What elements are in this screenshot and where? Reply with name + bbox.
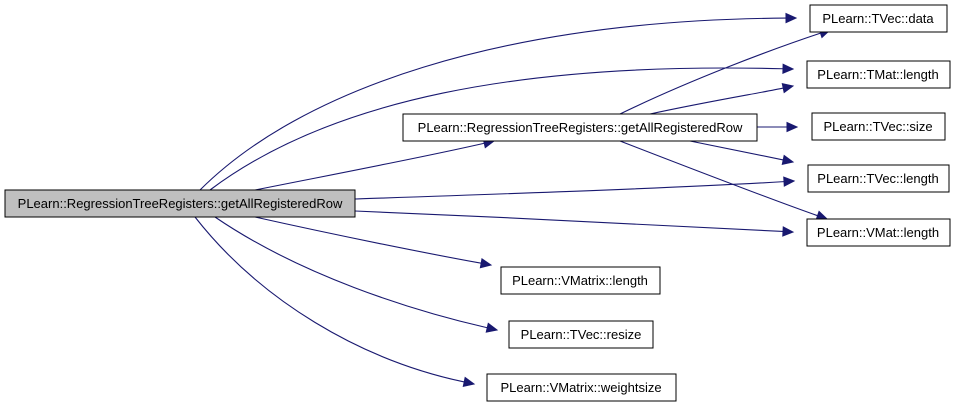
node-label: PLearn::VMatrix::length — [512, 273, 648, 288]
arrowhead-mid-to-tvecsize — [786, 121, 799, 133]
node-tvec-resize[interactable]: PLearn::TVec::resize — [508, 320, 654, 349]
node-root[interactable]: PLearn::RegressionTreeRegisters::getAllR… — [4, 189, 356, 218]
node-label: PLearn::VMatrix::weightsize — [500, 380, 661, 395]
node-label: PLearn::TVec::size — [823, 119, 932, 134]
node-label: PLearn::RegressionTreeRegisters::getAllR… — [418, 120, 743, 135]
node-label: PLearn::TVec::data — [822, 11, 934, 26]
node-vmatrix-length[interactable]: PLearn::VMatrix::length — [500, 266, 661, 295]
edge-root-to-weight — [194, 216, 465, 383]
arrowhead-mid-to-tmatlen — [781, 83, 795, 94]
node-mid[interactable]: PLearn::RegressionTreeRegisters::getAllR… — [402, 113, 758, 142]
edge-root-to-vmxlen — [254, 216, 482, 264]
edge-root-to-tvecdata — [199, 17, 787, 191]
edge-mid-to-tmatlen — [649, 87, 784, 115]
edge-root-to-resize — [214, 216, 488, 329]
node-vmat-length[interactable]: PLearn::VMat::length — [806, 218, 951, 247]
node-vmatrix-weightsize[interactable]: PLearn::VMatrix::weightsize — [486, 373, 677, 402]
arrowhead-mid-to-tveclen — [781, 154, 795, 165]
arrowhead-root-to-tveclen — [783, 176, 796, 187]
edge-root-to-tveclen — [354, 181, 785, 200]
node-tvec-data[interactable]: PLearn::TVec::data — [809, 4, 948, 33]
node-tvec-length[interactable]: PLearn::TVec::length — [807, 164, 950, 193]
edge-mid-to-tvecdata — [619, 32, 821, 115]
arrowhead-root-to-tvecdata — [785, 12, 798, 24]
edge-root-to-mid — [254, 142, 485, 191]
node-label: PLearn::VMat::length — [817, 225, 939, 240]
edge-mid-to-vmatlen — [619, 140, 818, 217]
edges-layer — [194, 12, 832, 387]
node-label: PLearn::TMat::length — [817, 67, 938, 82]
edge-mid-to-tveclen — [689, 140, 784, 161]
arrowhead-root-to-vmxlen — [479, 257, 493, 269]
arrowhead-root-to-vmatlen — [782, 226, 795, 237]
node-label: PLearn::TVec::resize — [521, 327, 642, 342]
node-tvec-size[interactable]: PLearn::TVec::size — [811, 112, 946, 141]
edge-root-to-vmatlen — [354, 210, 784, 233]
arrowhead-root-to-tmatlen — [782, 63, 795, 75]
node-label: PLearn::RegressionTreeRegisters::getAllR… — [18, 196, 343, 211]
arrowhead-root-to-weight — [462, 376, 476, 387]
node-tmat-length[interactable]: PLearn::TMat::length — [806, 60, 951, 89]
nodes-layer: PLearn::RegressionTreeRegisters::getAllR… — [4, 4, 951, 402]
edge-root-to-tmatlen — [209, 67, 784, 191]
node-label: PLearn::TVec::length — [817, 171, 938, 186]
arrowhead-root-to-resize — [485, 322, 499, 333]
